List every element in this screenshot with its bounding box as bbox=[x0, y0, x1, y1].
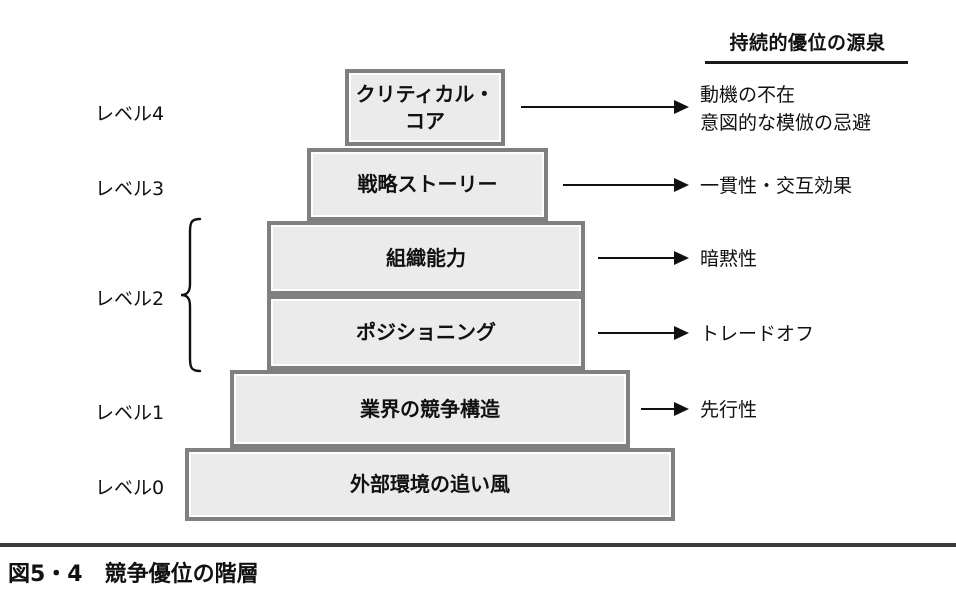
caption-divider bbox=[0, 543, 956, 547]
pyramid-block-strategy-story[interactable]: 戦略ストーリー bbox=[307, 148, 548, 221]
pyramid-block-organizational-capability[interactable]: 組織能力 bbox=[267, 221, 585, 295]
pyramid-block-external-tailwind[interactable]: 外部環境の追い風 bbox=[185, 448, 675, 521]
arrow-industry-competitive-structure bbox=[641, 401, 689, 417]
source-strategy-story-line-1: 一貫性・交互効果 bbox=[700, 175, 853, 197]
level-2-brace bbox=[178, 216, 204, 374]
source-label-strategy-story: 一貫性・交互効果 bbox=[700, 173, 852, 201]
pyramid-block-industry-competitive-structure-label: 業界の競争構造 bbox=[360, 396, 500, 421]
pyramid-block-strategy-story-label: 戦略ストーリー bbox=[357, 172, 498, 197]
arrow-positioning bbox=[598, 325, 689, 341]
source-label-industry-competitive-structure: 先行性 bbox=[700, 397, 757, 425]
level-label-0: レベル0 bbox=[95, 477, 165, 499]
source-positioning-line-1: トレードオフ bbox=[700, 323, 815, 345]
source-label-critical-core: 動機の不在 意図的な模倣の忌避 bbox=[700, 82, 871, 137]
pyramid-block-critical-core[interactable]: クリティカル・ コア bbox=[345, 69, 505, 146]
level-label-3: レベル3 bbox=[95, 178, 165, 200]
source-industry-competitive-structure-line-1: 先行性 bbox=[700, 399, 758, 421]
figure-caption: 図5・4 競争優位の階層 bbox=[8, 562, 259, 587]
source-critical-core-line-2: 意図的な模倣の忌避 bbox=[700, 111, 872, 134]
critical-core-line-1: クリティカル・ bbox=[355, 82, 495, 107]
arrow-critical-core bbox=[521, 99, 689, 115]
level-label-4: レベル4 bbox=[95, 103, 165, 125]
critical-core-line-2: コア bbox=[405, 108, 445, 133]
pyramid-block-organizational-capability-label: 組織能力 bbox=[386, 245, 466, 270]
source-organizational-capability-line-1: 暗黙性 bbox=[700, 248, 758, 270]
source-label-positioning: トレードオフ bbox=[700, 321, 814, 349]
source-column-header: 持続的優位の源泉 bbox=[729, 32, 886, 54]
pyramid-block-positioning[interactable]: ポジショニング bbox=[267, 295, 585, 370]
level-label-2: レベル2 bbox=[95, 288, 165, 310]
arrow-organizational-capability bbox=[598, 250, 689, 266]
pyramid-block-external-tailwind-label: 外部環境の追い風 bbox=[350, 472, 510, 497]
source-critical-core-line-1: 動機の不在 bbox=[700, 84, 796, 106]
arrow-strategy-story bbox=[563, 177, 689, 193]
pyramid-block-industry-competitive-structure[interactable]: 業界の競争構造 bbox=[230, 370, 630, 448]
pyramid-block-critical-core-label: クリティカル・ コア bbox=[356, 81, 495, 134]
source-label-organizational-capability: 暗黙性 bbox=[700, 246, 757, 274]
source-column-header-rule bbox=[705, 61, 908, 64]
level-label-1: レベル1 bbox=[95, 402, 165, 424]
pyramid-block-positioning-label: ポジショニング bbox=[356, 320, 496, 345]
